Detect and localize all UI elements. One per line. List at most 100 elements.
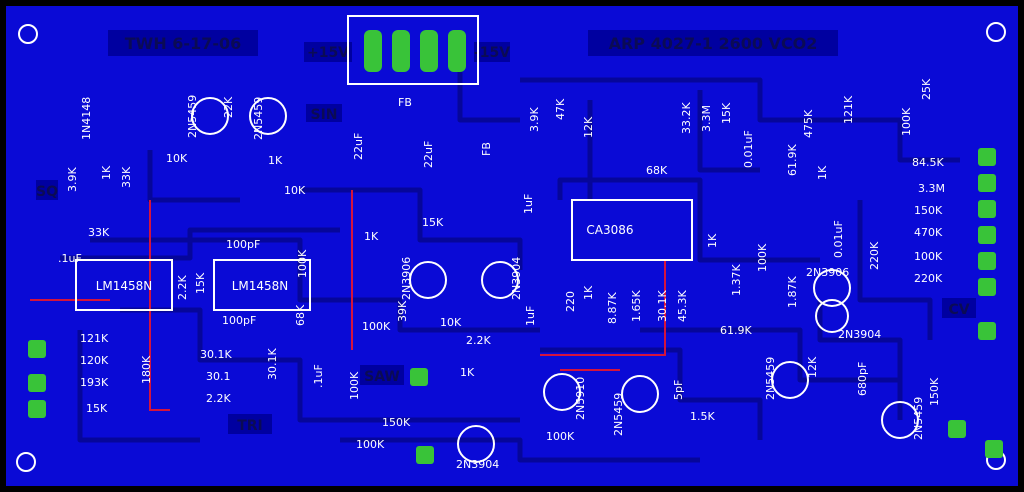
resistor-label: 1.37K: [730, 264, 743, 296]
capacitor-label: 100pF: [226, 238, 260, 251]
resistor-label: 1.87K: [786, 276, 799, 308]
jack-tri-label: TRI: [237, 418, 263, 434]
resistor-label: 68K: [646, 164, 668, 177]
diode-1n4148-label: 1N4148: [80, 97, 93, 140]
resistor-label: 33K: [120, 166, 133, 188]
jumper-wire: [149, 200, 170, 411]
resistor-label: 100K: [356, 438, 385, 451]
resistor-label: 10K: [440, 316, 462, 329]
resistor-label: 180K: [140, 355, 153, 384]
resistor-label: 475K: [802, 109, 815, 138]
resistor-label: 15K: [720, 102, 733, 124]
silkscreen-labels: 1N4148 3.9K 1K 33K 10K 10K 2N5459 22K 2N…: [58, 78, 945, 471]
mounting-holes: [16, 22, 1006, 472]
left-input-pads: [28, 340, 434, 464]
resistor-label: 220K: [914, 272, 943, 285]
resistor-label: 121K: [80, 332, 109, 345]
ferrite-label: FB: [398, 96, 412, 109]
jack-cv-label: CV: [948, 302, 969, 318]
resistor-label: 150K: [382, 416, 411, 429]
resistor-label: 2.2K: [466, 334, 491, 347]
resistor-label: 1K: [100, 165, 113, 180]
resistor-label: 45.3K: [676, 290, 689, 322]
transistor-label: 2N3906: [806, 266, 849, 279]
transistor-label: 2N5459: [764, 357, 777, 400]
transistor-label: 2N5459: [612, 393, 625, 436]
pot-label: 10K: [284, 184, 306, 197]
jack-saw-plate: [360, 365, 404, 385]
resistor-label: 1K: [816, 165, 829, 180]
transistor-label: 2N5910: [574, 377, 587, 420]
mounting-hole: [986, 22, 1006, 42]
transistor-label: 2N3904: [838, 328, 881, 341]
capacitor-label: 22uF: [422, 141, 435, 168]
pot-label: 10K: [166, 152, 188, 165]
resistor-label: 15K: [422, 216, 444, 229]
capacitor-label: 100pF: [222, 314, 256, 327]
resistor-label: 47K: [554, 98, 567, 120]
resistor-label: 1.5K: [690, 410, 715, 423]
resistor-label: 3.9K: [528, 107, 541, 132]
resistor-label: 1K: [582, 285, 595, 300]
supply-left-label: +15V: [307, 45, 349, 61]
resistor-label: 3.3M: [700, 105, 713, 132]
resistor-label: 120K: [80, 354, 109, 367]
capacitor-label: .1uF: [58, 252, 82, 265]
capacitor-label: 1uF: [524, 306, 537, 326]
resistor-label: 193K: [80, 376, 109, 389]
resistor-label: 30.1K: [200, 348, 232, 361]
ferrite-label: FB: [480, 142, 493, 156]
resistor-label: 15K: [194, 272, 207, 294]
transistor-label: 2N3906: [400, 257, 413, 300]
resistor-label: 3.3M: [918, 182, 945, 195]
resistor-label: 30.1: [206, 370, 231, 383]
supply-right-plate: [474, 42, 510, 62]
pot-label: 25K: [920, 78, 933, 100]
resistor-label: 100K: [914, 250, 943, 263]
resistor-label: 61.9K: [786, 144, 799, 176]
resistor-label: 100K: [296, 249, 309, 278]
title-left-plate: [108, 30, 258, 56]
resistor-label: 2.2K: [206, 392, 231, 405]
transistor-bodies: [191, 97, 919, 463]
ic-lm1458-b-label: LM1458N: [232, 279, 289, 293]
supply-left-plate: [304, 42, 352, 62]
power-connector: [347, 15, 479, 85]
resistor-label: 33K: [88, 226, 110, 239]
capacitor-label: .1uF: [312, 364, 325, 388]
capacitor-label: 5pF: [672, 380, 685, 400]
transistor-label: 2N5459: [912, 397, 925, 440]
resistor-label: 150K: [914, 204, 943, 217]
mounting-hole: [18, 24, 38, 44]
resistor-label: 15K: [86, 402, 108, 415]
ic-lm1458-a-label: LM1458N: [96, 279, 153, 293]
resistor-label: 1K: [364, 230, 379, 243]
resistor-label: 3.9K: [66, 167, 79, 192]
resistor-label: 22K: [222, 96, 235, 118]
title-left: TWH 6-17-06: [125, 34, 241, 53]
title-right-plate: [588, 30, 838, 56]
resistor-label: 61.9K: [720, 324, 752, 337]
capacitor-label: 0.01uF: [832, 220, 845, 258]
resistor-label: 12K: [582, 116, 595, 138]
resistor-label: 470K: [914, 226, 943, 239]
resistor-label: 2.2K: [176, 275, 189, 300]
capacitor-label: 1uF: [522, 194, 535, 214]
resistor-label: 100K: [546, 430, 575, 443]
transistor-label: 2N5459: [252, 97, 265, 140]
resistor-label: 100K: [348, 371, 361, 400]
resistor-label: 121K: [842, 95, 855, 124]
jack-cv-plate: [942, 298, 976, 318]
jack-sq-plate: [36, 180, 58, 200]
title-right: ARP 4027-1 2600 VCO2: [609, 34, 818, 53]
resistor-label: 1K: [268, 154, 283, 167]
ic-ca3086-body: [571, 199, 693, 261]
resistor-label: 1K: [706, 233, 719, 248]
pot-label: 100K: [900, 107, 913, 136]
jumper-wires: [30, 190, 666, 411]
jack-sq-label: SQ: [36, 184, 58, 200]
jack-sin-label: SIN: [310, 107, 337, 123]
resistor-label: 12K: [806, 356, 819, 378]
jack-saw-label: SAW: [364, 369, 400, 385]
cv-input-pads: [948, 148, 1003, 458]
